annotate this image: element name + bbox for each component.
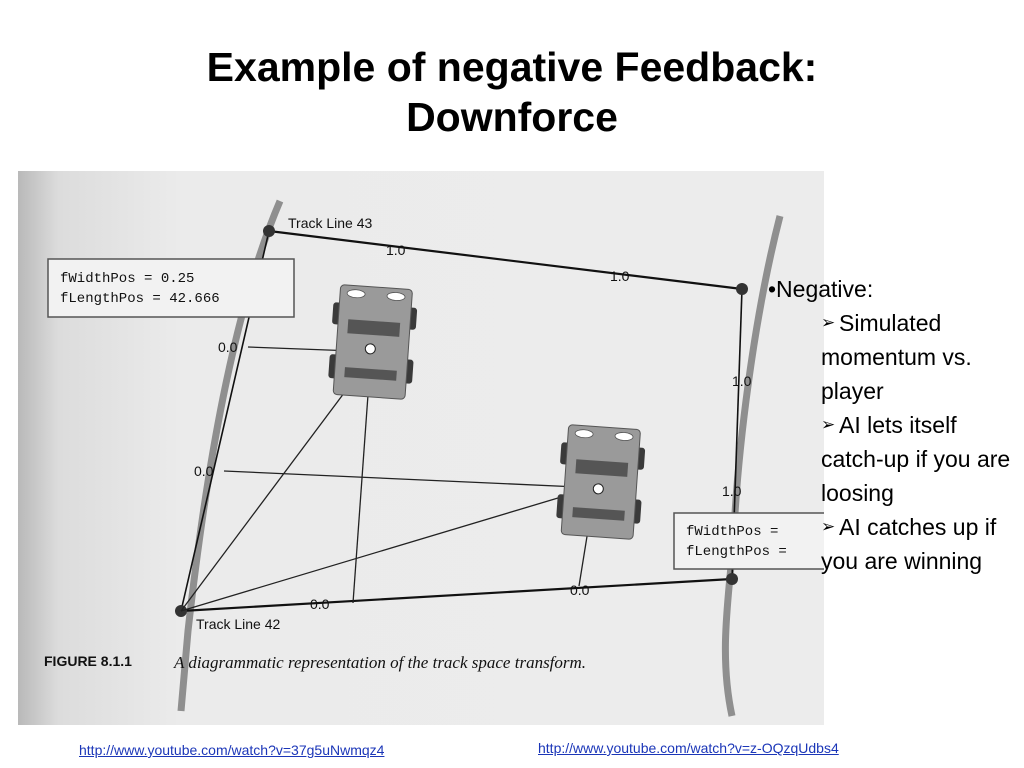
- bullet-item-catches-up: ➢ AI catches up if you are winning: [768, 510, 1018, 578]
- bullet-item-momentum: ➢ Simulated momentum vs. player: [768, 306, 1018, 408]
- bullet-item-catches-up-text: AI catches up if you are winning: [821, 514, 997, 574]
- label-top-left-1: 1.0: [386, 242, 406, 258]
- arrow-bullet-icon: ➢: [821, 517, 836, 536]
- label-left-lower-0: 0.0: [194, 463, 214, 479]
- bullet-heading: •Negative:: [768, 276, 874, 302]
- label-left-upper-0: 0.0: [218, 339, 238, 355]
- diagonal-to-car-1: [180, 360, 369, 612]
- bullet-list: •Negative: ➢ Simulated momentum vs. play…: [768, 272, 1018, 578]
- info-box-right-width: fWidthPos =: [686, 524, 778, 540]
- label-top-right-1: 1.0: [610, 268, 630, 284]
- vertex-top-left: [263, 225, 275, 237]
- youtube-link-left[interactable]: http://www.youtube.com/watch?v=37g5uNwmq…: [79, 742, 385, 758]
- track-space-figure: Track Line 43 Track Line 42 1.0 1.0 1.0 …: [18, 171, 824, 725]
- figure-caption-text: A diagrammatic representation of the tra…: [173, 653, 586, 672]
- track-line-42-label: Track Line 42: [196, 616, 281, 632]
- youtube-link-right[interactable]: http://www.youtube.com/watch?v=z-OQzqUdb…: [538, 740, 839, 756]
- bullet-item-momentum-text: Simulated momentum vs. player: [821, 310, 972, 404]
- arrow-bullet-icon: ➢: [821, 415, 836, 434]
- track-line-42-segment: [180, 577, 733, 613]
- slide-title-line1: Example of negative Feedback:: [206, 44, 818, 90]
- info-box-right: fWidthPos = fLengthPos =: [673, 512, 824, 570]
- track-diagram: Track Line 43 Track Line 42 1.0 1.0 1.0 …: [18, 171, 824, 725]
- vertex-bottom-right: [726, 573, 738, 585]
- bullet-item-catch-up: ➢ AI lets itself catch-up if you are loo…: [768, 408, 1018, 510]
- info-box-left: fWidthPos = 0.25 fLengthPos = 42.666: [47, 258, 295, 318]
- slide-title: Example of negative Feedback: Downforce: [0, 42, 1024, 142]
- paper-background: [18, 171, 824, 725]
- label-bottom-right-0: 0.0: [570, 582, 590, 598]
- vertical-to-car-1: [352, 366, 374, 604]
- label-right-lower-1: 1.0: [722, 483, 742, 499]
- vertex-top-right: [736, 283, 748, 295]
- info-box-left-length: fLengthPos = 42.666: [60, 291, 220, 307]
- track-line-43-label: Track Line 43: [288, 215, 373, 231]
- figure-caption-label: FIGURE 8.1.1: [44, 653, 132, 669]
- info-box-right-length: fLengthPos =: [686, 544, 787, 560]
- car-1: [328, 284, 418, 400]
- label-bottom-left-0: 0.0: [310, 596, 330, 612]
- diagonal-to-car-2: [180, 486, 589, 612]
- track-edge-left: [177, 199, 284, 712]
- slide-title-line2: Downforce: [406, 94, 618, 140]
- car-2: [556, 424, 646, 540]
- label-right-upper-1: 1.0: [732, 373, 752, 389]
- info-box-left-width: fWidthPos = 0.25: [60, 271, 194, 287]
- bullet-item-catch-up-text: AI lets itself catch-up if you are loosi…: [821, 412, 1011, 506]
- arrow-bullet-icon: ➢: [821, 313, 836, 332]
- track-line-43-segment: [268, 229, 743, 291]
